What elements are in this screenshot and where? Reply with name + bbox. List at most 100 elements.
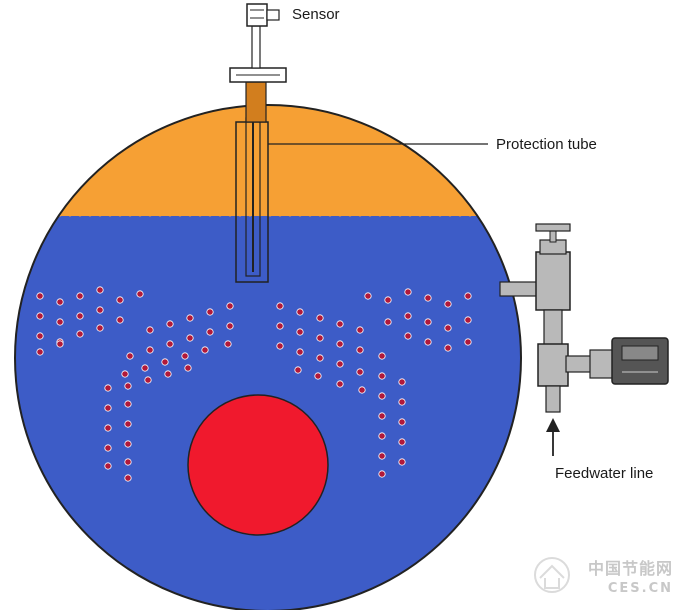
bubble-dot xyxy=(404,288,412,296)
bubble-dot xyxy=(384,318,392,326)
watermark-logo xyxy=(534,557,570,593)
watermark-chinese: 中国节能网 xyxy=(587,559,673,578)
bubble-dot xyxy=(464,316,472,324)
bubble-dot xyxy=(424,294,432,302)
bubble-dot xyxy=(358,386,366,394)
bubble-dot xyxy=(378,452,386,460)
bubble-dot xyxy=(36,348,44,356)
bubble-dot xyxy=(398,438,406,446)
bubble-dot xyxy=(356,368,364,376)
valve-actuator xyxy=(611,337,669,385)
bubble-dot xyxy=(356,346,364,354)
bubble-dot xyxy=(186,334,194,342)
bubble-dot xyxy=(104,424,112,432)
bubble-dot xyxy=(184,364,192,372)
bubble-dot xyxy=(201,346,209,354)
bubble-dot xyxy=(404,332,412,340)
bubble-dot xyxy=(336,380,344,388)
fire-tube xyxy=(187,394,329,536)
bubble-dot xyxy=(56,298,64,306)
watermark: 中国节能网 CES.CN xyxy=(588,555,673,596)
protection-tube-label: Protection tube xyxy=(496,136,597,153)
bubble-dot xyxy=(206,328,214,336)
bubble-dot xyxy=(444,344,452,352)
bubble-dot xyxy=(276,342,284,350)
bubble-dot xyxy=(378,412,386,420)
bubble-dot xyxy=(104,404,112,412)
bubble-dot xyxy=(36,292,44,300)
valve-upper-body xyxy=(535,251,571,311)
bubble-dot xyxy=(444,324,452,332)
bubble-dot xyxy=(316,334,324,342)
bubble-dot xyxy=(294,366,302,374)
bubble-dot xyxy=(126,352,134,360)
bubble-dot xyxy=(296,348,304,356)
valve-lower-pipe xyxy=(543,309,563,347)
bubble-dot xyxy=(296,308,304,316)
bubble-dot xyxy=(316,354,324,362)
bubble-dot xyxy=(316,314,324,322)
bubble-dot xyxy=(136,290,144,298)
bubble-dot xyxy=(124,382,132,390)
bubble-dot xyxy=(464,338,472,346)
bubble-dot xyxy=(36,332,44,340)
bubble-dot xyxy=(56,340,64,348)
bubble-dot xyxy=(424,318,432,326)
bubble-dot xyxy=(146,326,154,334)
bubble-dot xyxy=(124,458,132,466)
bubble-dot xyxy=(164,370,172,378)
bubble-dot xyxy=(186,314,194,322)
bubble-dot xyxy=(464,292,472,300)
bubble-dot xyxy=(116,296,124,304)
bubble-dot xyxy=(444,300,452,308)
bubble-dot xyxy=(404,312,412,320)
bubble-dot xyxy=(96,324,104,332)
bubble-dot xyxy=(166,340,174,348)
bubble-dot xyxy=(356,326,364,334)
sensor-neck xyxy=(245,81,267,123)
bubble-dot xyxy=(378,372,386,380)
sensor-connector xyxy=(266,9,280,21)
bubble-dot xyxy=(378,432,386,440)
bubble-dot xyxy=(384,296,392,304)
water-surface-wave xyxy=(15,213,521,217)
bubble-dot xyxy=(424,338,432,346)
bubble-dot xyxy=(224,340,232,348)
sensor-label: Sensor xyxy=(292,6,340,23)
actuator-panel xyxy=(621,345,659,361)
steam-space xyxy=(15,105,521,225)
bubble-dot xyxy=(226,322,234,330)
bubble-dot xyxy=(398,378,406,386)
valve-side-pipe xyxy=(565,355,593,373)
bubble-dot xyxy=(96,306,104,314)
actuator-coupling xyxy=(589,349,615,379)
bubble-dot xyxy=(96,286,104,294)
bubble-dot xyxy=(121,370,129,378)
feedwater-arrow xyxy=(546,418,560,456)
bubble-dot xyxy=(336,320,344,328)
bubble-dot xyxy=(276,302,284,310)
bubble-dot xyxy=(226,302,234,310)
bubble-dot xyxy=(161,358,169,366)
valve-outlet-pipe xyxy=(545,385,561,413)
bubble-dot xyxy=(141,364,149,372)
bubble-dot xyxy=(124,420,132,428)
bubble-dot xyxy=(116,316,124,324)
bubble-dot xyxy=(378,470,386,478)
bubble-dot xyxy=(336,360,344,368)
bubble-dot xyxy=(364,292,372,300)
bubble-dot xyxy=(296,328,304,336)
bubble-dot xyxy=(146,346,154,354)
valve-handwheel xyxy=(535,223,571,232)
bubble-dot xyxy=(56,318,64,326)
valve-tee-body xyxy=(537,343,569,387)
bubble-dot xyxy=(398,418,406,426)
bubble-dot xyxy=(181,352,189,360)
sensor-assembly xyxy=(229,3,287,283)
bubble-dot xyxy=(36,312,44,320)
feedwater-valve-assembly xyxy=(499,223,669,413)
sensor-stem xyxy=(251,25,261,69)
sensor-head xyxy=(246,3,268,27)
